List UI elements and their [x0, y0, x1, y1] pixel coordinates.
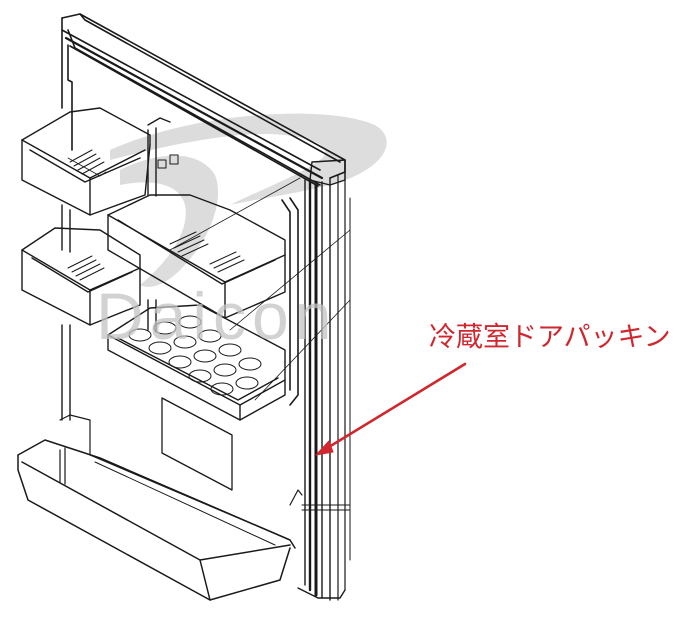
watermark-text: Daicon — [96, 279, 338, 353]
upper-left-pocket — [21, 107, 151, 216]
door-frame — [61, 13, 351, 601]
callout-arrow — [315, 362, 467, 456]
label-plate — [161, 397, 233, 491]
bottom-bottle-pocket — [17, 414, 303, 601]
door-gasket-label: 冷蔵室ドアパッキン — [429, 322, 671, 353]
middle-left-pocket — [21, 204, 141, 421]
egg-tray — [107, 304, 286, 421]
